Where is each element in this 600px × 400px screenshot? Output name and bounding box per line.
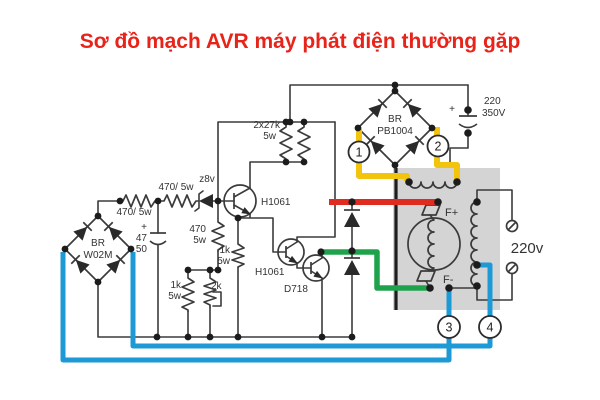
resistor-27k-b [297, 122, 311, 162]
label-f-plus: F+ [445, 207, 458, 219]
component-labels: 2x27k 5w 470/ 5w 470/ 5w z8v H1061 H1061… [84, 96, 544, 302]
label-cap-main-value: 220 [484, 96, 501, 107]
flywheel-diodes [344, 209, 360, 275]
capacitor-main [458, 115, 478, 129]
label-res-2k: 2k [211, 281, 223, 292]
label-output-voltage: 220v [511, 240, 544, 257]
node-badge-1: 1 [347, 140, 371, 164]
label-q1: H1061 [261, 197, 291, 208]
resistor-1k-top [231, 243, 245, 268]
label-res-1k-top-power: 5w [217, 256, 231, 267]
transistor-q3 [302, 254, 330, 282]
resistor-470-v [211, 221, 225, 252]
label-bridge-aux-2: W02M [84, 250, 113, 261]
svg-text:3: 3 [446, 321, 453, 335]
resistor-2k-trimmer [203, 277, 217, 308]
node-badge-2: 2 [426, 134, 450, 158]
resistor-470-h2 [163, 194, 197, 208]
resistor-1k-bottom [181, 277, 195, 312]
junction-dots [61, 81, 481, 341]
label-cap-aux-voltage: 50 [136, 244, 148, 255]
node-badge-4: 4 [478, 315, 502, 339]
blue-wire-inner [130, 252, 493, 349]
resistors [122, 122, 311, 312]
svg-text:2: 2 [435, 140, 442, 154]
label-bridge-main-2: PB1004 [377, 126, 413, 137]
output-terminal-top [505, 219, 519, 233]
node-badge-3: 3 [437, 315, 461, 339]
label-bridge-main-1: BR [388, 114, 402, 125]
svg-text:4: 4 [487, 321, 494, 335]
label-q2: H1061 [255, 267, 285, 278]
transistor-q2 [277, 238, 305, 266]
page-title: Sơ đồ mạch AVR máy phát điện thường gặp [79, 30, 521, 53]
label-res-470-h1: 470/ 5w [116, 207, 152, 218]
exciter-coil [408, 181, 458, 189]
resistor-470-h1 [122, 194, 156, 208]
label-cap-main-polarity: + [449, 104, 455, 115]
label-res-470-h2: 470/ 5w [158, 182, 194, 193]
trimmer-bracket [212, 291, 222, 307]
label-res-470v: 470 [189, 224, 206, 235]
label-cap-aux-value: 47 [136, 233, 148, 244]
label-cap-main-voltage: 350V [482, 108, 506, 119]
label-res-27k-power: 5w [263, 131, 277, 142]
capacitor-aux [149, 232, 167, 246]
svg-text:1: 1 [356, 146, 363, 160]
label-res-1k-bottom-power: 5w [168, 291, 182, 302]
label-res-470v-power: 5w [193, 235, 207, 246]
label-res-27k: 2x27k [253, 120, 281, 131]
resistor-27k-a [279, 122, 293, 162]
label-q3: D718 [284, 284, 308, 295]
label-f-minus: F- [443, 274, 454, 286]
label-cap-aux-polarity: + [141, 222, 147, 233]
label-res-1k-top: 1k [219, 245, 231, 256]
stator-coil [470, 201, 478, 287]
zener-diode [194, 190, 213, 212]
bridge-rectifier-aux [64, 215, 132, 283]
label-res-1k-bottom: 1k [170, 280, 182, 291]
label-zener: z8v [199, 174, 215, 185]
output-terminal-bottom [505, 261, 519, 275]
label-bridge-aux-1: BR [91, 238, 105, 249]
